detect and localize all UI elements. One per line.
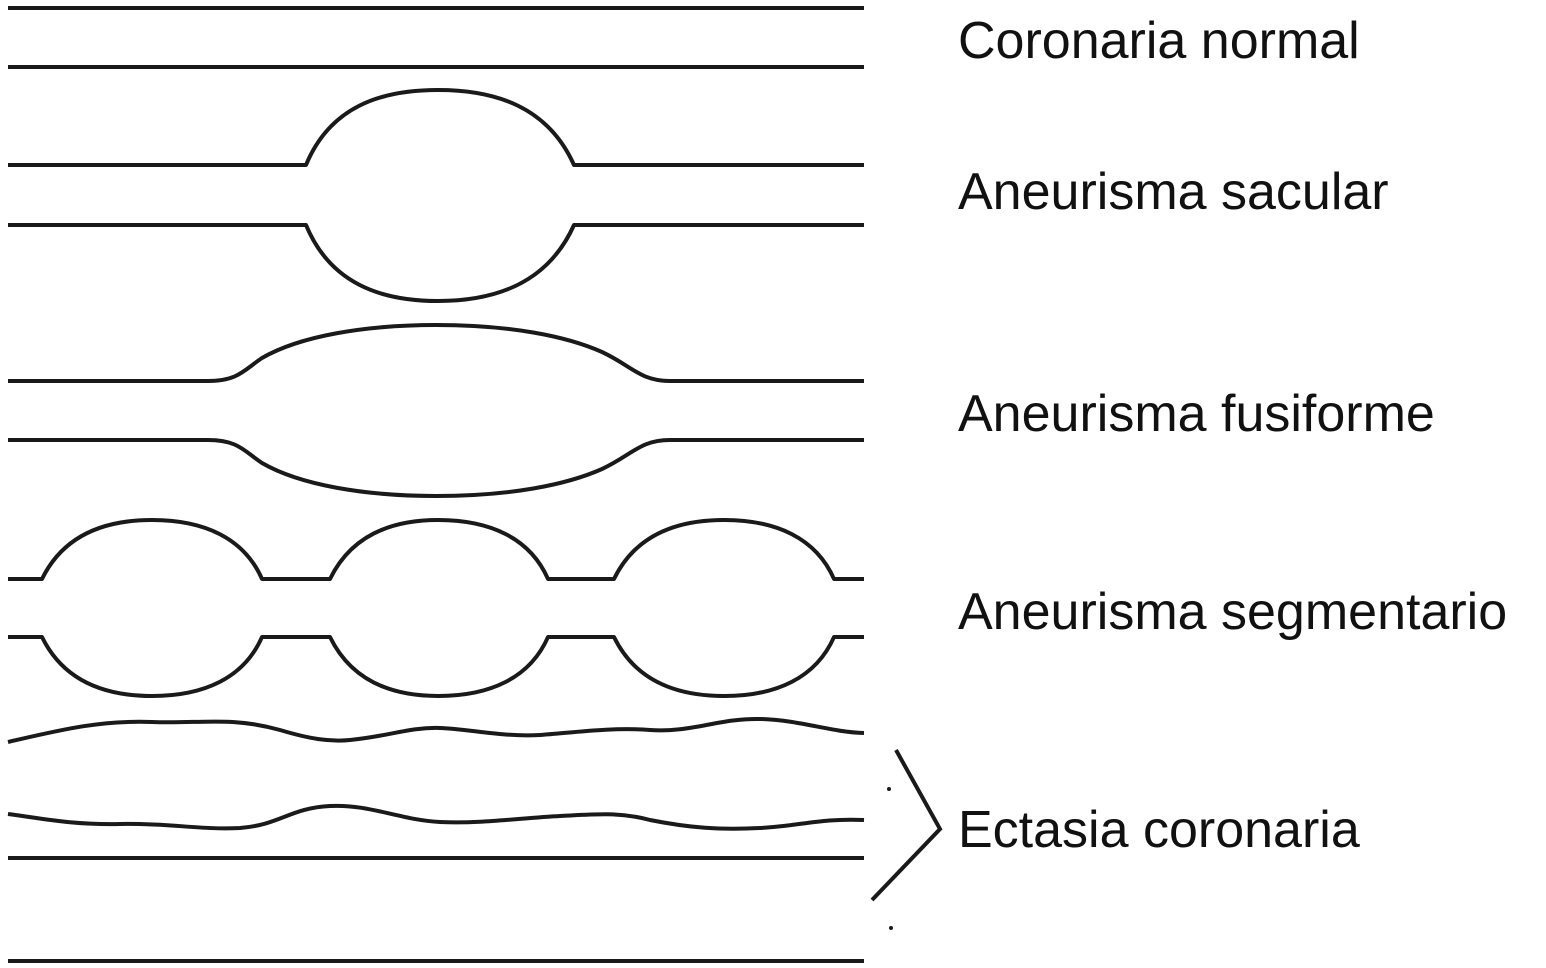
fusiform-aneurysm-label: Aneurisma fusiforme (958, 385, 1435, 443)
saccular-top-wall (8, 88, 864, 167)
fusiform-bottom-wall (8, 438, 864, 498)
segmental-bottom-wall (8, 635, 864, 698)
ectasia-top-wave-wall (7, 716, 865, 744)
saccular-aneurysm-vessel (8, 88, 864, 303)
segmental-aneurysm-vessel (8, 518, 864, 698)
normal-coronary-label: Coronaria normal (958, 12, 1360, 70)
ectasia-vessel (7, 716, 865, 963)
coronary-ectasia-label: Ectasia coronaria (958, 801, 1360, 859)
bracket-speck-top (887, 787, 891, 791)
saccular-aneurysm-label: Aneurisma sacular (958, 163, 1389, 221)
fusiform-aneurysm-vessel (8, 323, 864, 498)
segmental-aneurysm-label: Aneurisma segmentario (958, 583, 1508, 641)
segmental-top-wall (8, 518, 864, 581)
fusiform-top-wall (8, 323, 864, 383)
saccular-bottom-wall (8, 223, 864, 303)
ectasia-bracket (870, 749, 943, 902)
normal-coronary-vessel (8, 6, 864, 69)
bracket-speck-bottom (889, 926, 893, 930)
ectasia-bottom-wave-wall (7, 803, 865, 831)
